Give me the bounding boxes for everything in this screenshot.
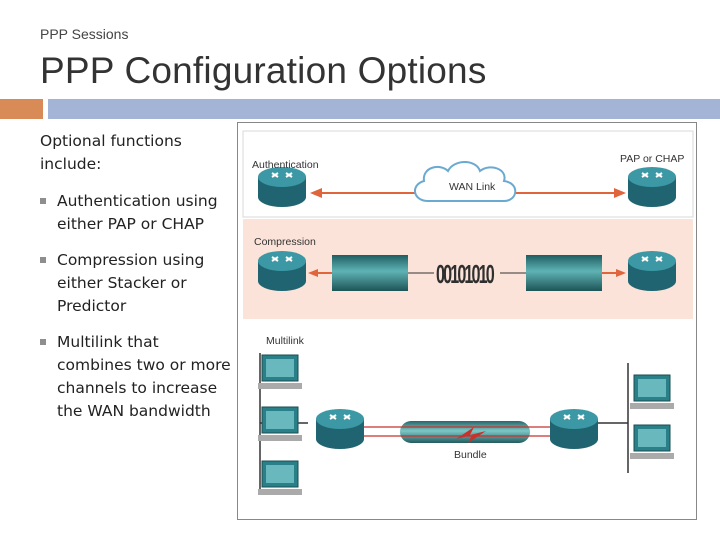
diagram-graphic [242, 130, 694, 516]
title-accent-bar-blue [48, 99, 720, 119]
slide-subtitle: PPP Sessions [40, 26, 129, 42]
router-compression-left-icon [258, 251, 306, 291]
pc-left-2-icon [258, 406, 302, 441]
bundle-lightning-icon [456, 427, 486, 443]
bundle-label: Bundle [454, 449, 487, 461]
compression-link-right [526, 255, 602, 291]
wan-cloud-icon [414, 161, 517, 202]
auth-arrow-right-head [614, 188, 626, 198]
router-multilink-right-icon [550, 409, 598, 449]
pc-left-1-icon [258, 354, 302, 389]
comp-arrow-right-head [616, 269, 626, 277]
router-compression-right-icon [628, 251, 676, 291]
router-auth-left-icon [258, 167, 306, 207]
bullet-marker [40, 339, 46, 345]
bundle-tube [400, 421, 530, 443]
title-accent-bar-orange [0, 99, 43, 119]
intro-text: Optional functions include: [40, 132, 182, 173]
bullet-compression: Compression using either Stacker or Pred… [40, 249, 235, 318]
bullet-marker [40, 257, 46, 263]
slide-body: Optional functions include: Authenticati… [40, 130, 235, 436]
compression-link-left [332, 255, 408, 291]
multilink-label: Multilink [266, 335, 304, 347]
pc-right-1-icon [630, 374, 674, 409]
bullet-text: Authentication using either PAP or CHAP [57, 192, 218, 233]
auth-arrow-left-head [310, 188, 322, 198]
router-multilink-left-icon [316, 409, 364, 449]
multilink-band [243, 321, 693, 516]
pc-left-3-icon [258, 460, 302, 495]
slide-title: PPP Configuration Options [40, 50, 487, 91]
pap-chap-label: PAP or CHAP [620, 153, 685, 165]
bullet-text: Multilink that combines two or more chan… [57, 333, 231, 420]
authentication-label: Authentication [252, 159, 319, 171]
comp-arrow-left-head [308, 269, 318, 277]
compressed-bits-label: 00101010 [436, 259, 495, 289]
bullet-multilink: Multilink that combines two or more chan… [40, 331, 235, 423]
bullet-authentication: Authentication using either PAP or CHAP [40, 190, 235, 236]
compression-label: Compression [254, 236, 316, 248]
wan-link-label: WAN Link [449, 181, 496, 193]
bullet-marker [40, 198, 46, 204]
bullet-text: Compression using either Stacker or Pred… [57, 251, 205, 315]
pc-right-2-icon [630, 424, 674, 459]
router-auth-right-icon [628, 167, 676, 207]
ppp-options-diagram: Authentication PAP or CHAP WAN Link Comp… [237, 122, 697, 520]
